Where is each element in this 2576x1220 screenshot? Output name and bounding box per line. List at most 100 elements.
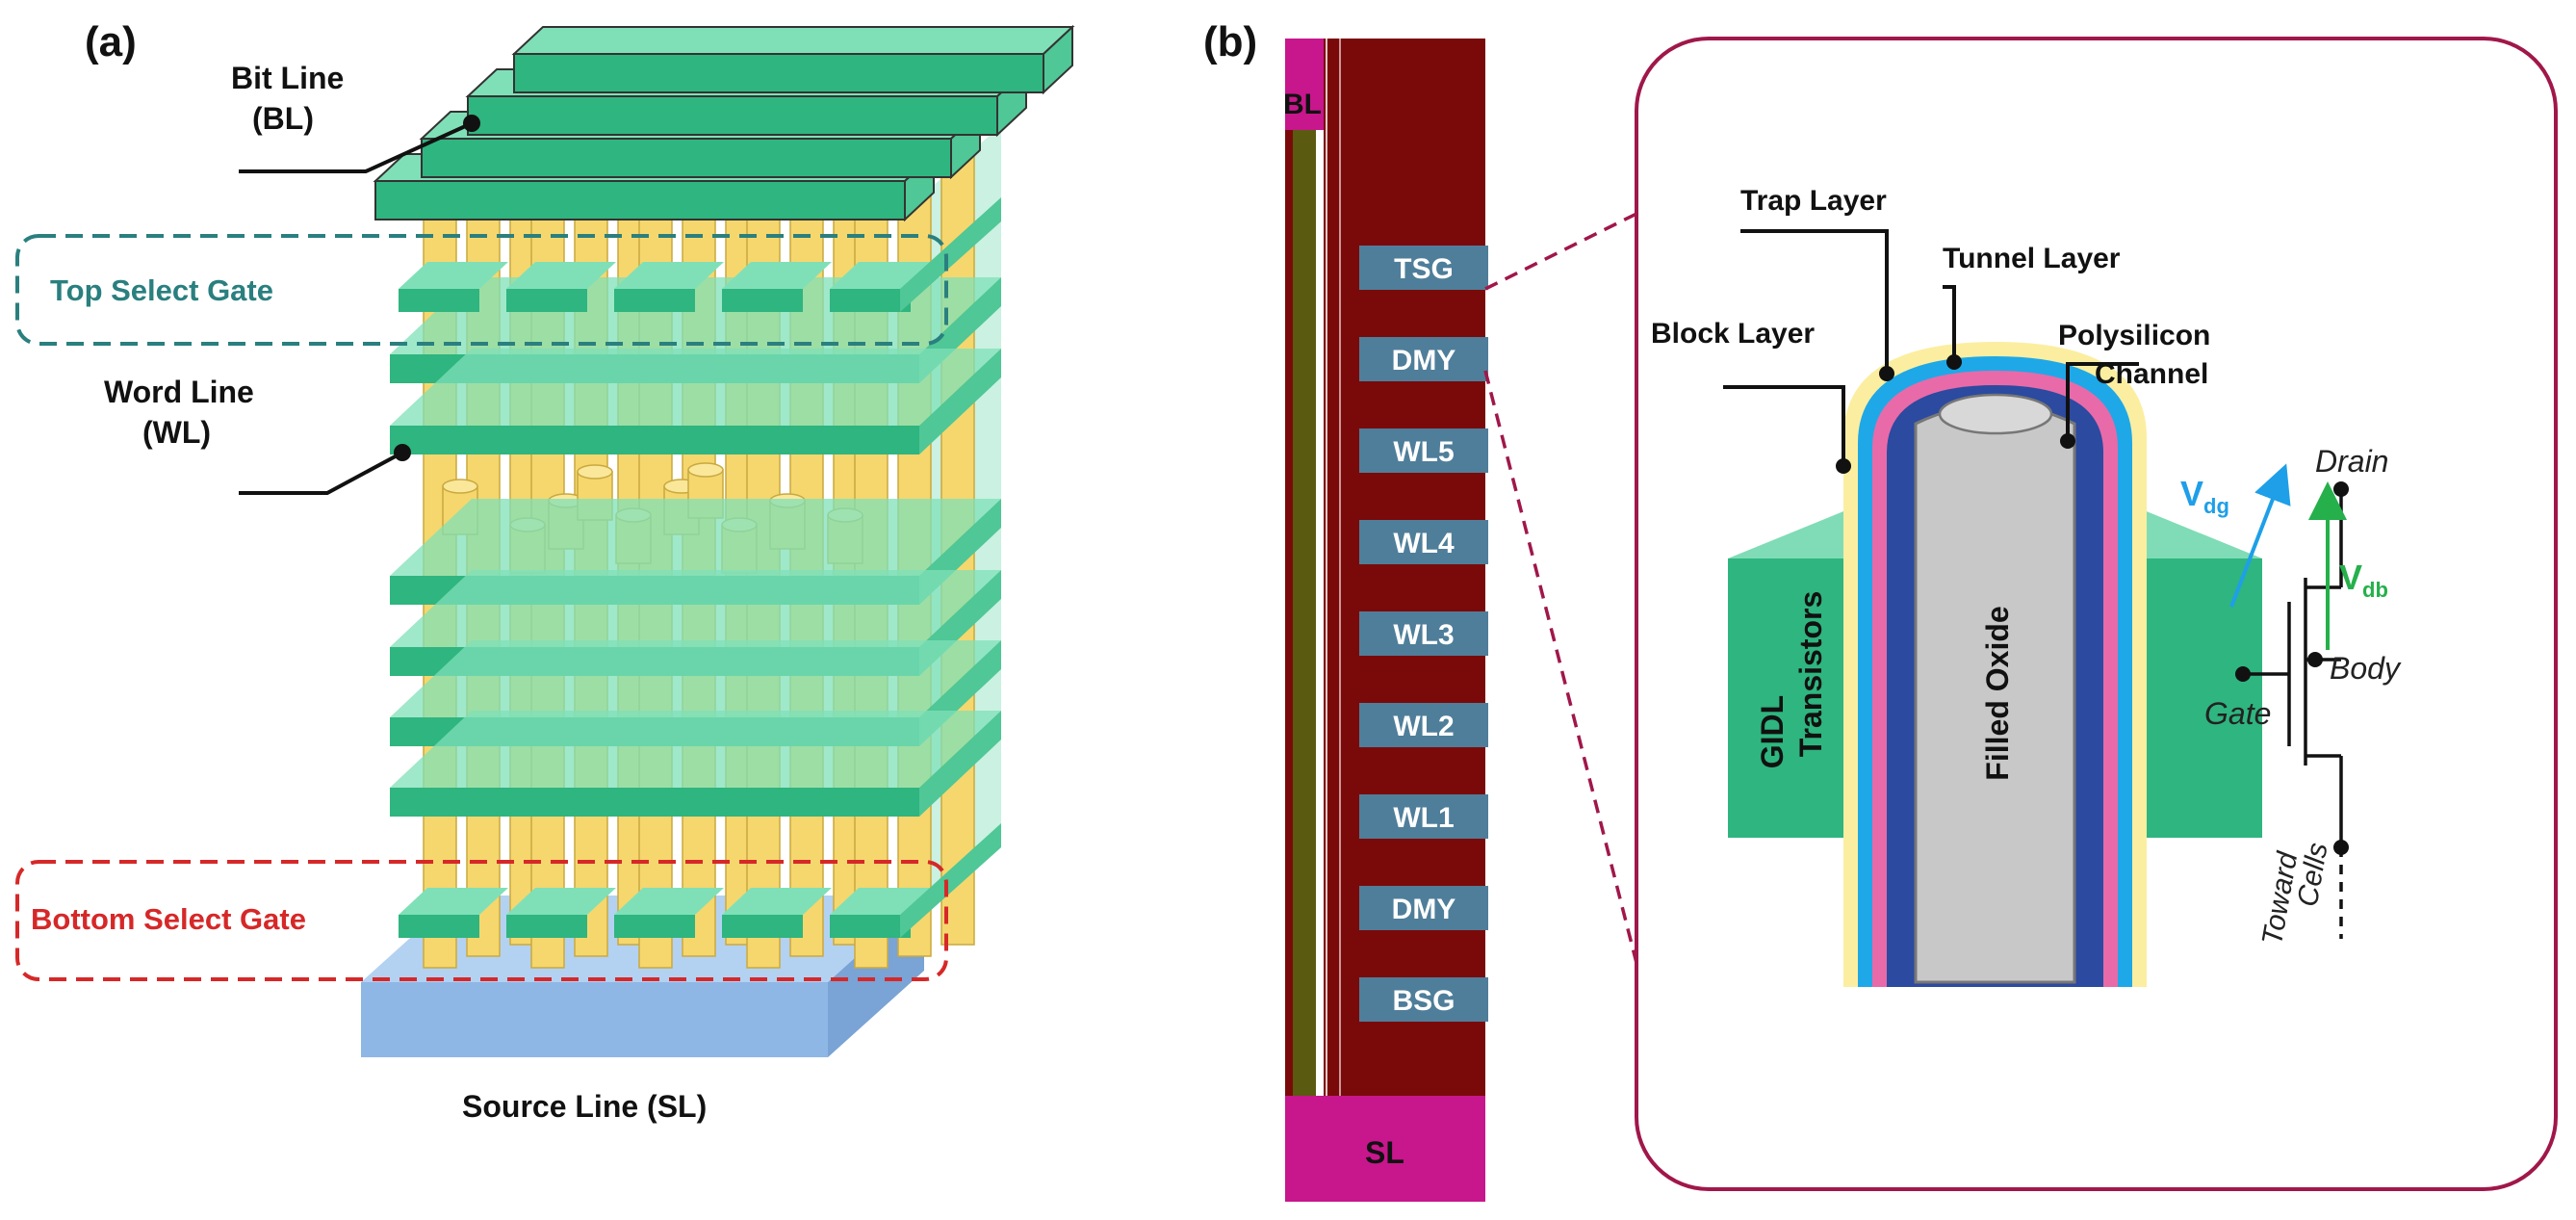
vdb-sub: db — [2362, 578, 2388, 602]
panel-a-3d-nand-array: (a) Bit Line (BL) Top Select Gate Word L… — [15, 18, 1075, 1124]
bsg-bar-side — [900, 823, 1001, 938]
bsg-bar-top-3 — [722, 888, 832, 915]
filled-oxide-cap — [1938, 393, 2053, 435]
filled-oxide-label: Filled Oxide — [1980, 606, 2015, 780]
zoom-line-bottom — [1483, 370, 1638, 964]
stack-box-1 — [1359, 337, 1488, 381]
top-select-gate-label: Top Select Gate — [50, 273, 273, 307]
maroon-column — [1324, 39, 1485, 1096]
vdb-label: Vdb — [2339, 558, 2388, 602]
vdg-arrow — [2229, 463, 2291, 608]
bit-line-leader — [239, 121, 473, 173]
tsg-bar-front-2 — [614, 289, 695, 312]
vdg-sub: dg — [2203, 494, 2229, 518]
bit-line-front-1 — [421, 138, 952, 178]
bit-line-front-2 — [467, 95, 998, 136]
drain-label: Drain — [2315, 444, 2388, 479]
gate-dot — [2235, 666, 2251, 682]
gidl-label-1: GIDL — [1755, 695, 1790, 768]
stack-box-7 — [1359, 886, 1488, 930]
bl-label: BL — [1283, 89, 1322, 120]
tsg-bar-top-0 — [399, 262, 508, 289]
tsg-bar-top-3 — [722, 262, 832, 289]
stack-box-4 — [1359, 611, 1488, 656]
plate-front-1 — [390, 426, 919, 454]
stack-box-2 — [1359, 428, 1488, 473]
stack-label-2: WL5 — [1393, 436, 1454, 468]
plate-side-5 — [919, 711, 1001, 817]
bsg-bar-front-4 — [830, 915, 911, 938]
stack-label-8: BSG — [1392, 985, 1455, 1017]
stack-label-0: TSG — [1394, 253, 1454, 285]
bsg-bar-front-3 — [722, 915, 803, 938]
stack-label-3: WL4 — [1393, 528, 1455, 559]
stack-box-0 — [1359, 246, 1488, 290]
panel-b-tag: (b) — [1203, 18, 1257, 65]
gate-label: Gate — [2204, 696, 2271, 731]
tsg-bar-top-2 — [614, 262, 724, 289]
plate-top-1 — [390, 349, 1001, 426]
pillar-cap-top-9 — [687, 462, 724, 478]
stack-box-6 — [1359, 794, 1488, 839]
bit-line-top-3 — [511, 26, 1075, 55]
trap-layer-label: Trap Layer — [1740, 185, 1887, 217]
bit-line-leader-dot — [463, 115, 480, 132]
stack-label-4: WL3 — [1393, 619, 1454, 651]
stack-box-5 — [1359, 703, 1488, 747]
polysilicon-dot — [2060, 433, 2075, 449]
sl-pad — [1285, 1096, 1485, 1202]
bsg-bar-top-0 — [399, 888, 508, 915]
gidl-right-top — [2132, 506, 2262, 558]
string-left-edge — [1285, 130, 1293, 1096]
block-layer-label: Block Layer — [1651, 318, 1815, 350]
top-select-gate-dashed-box — [15, 234, 948, 346]
gidl-right-front — [2132, 558, 2262, 838]
tsg-bar-side — [900, 197, 1001, 312]
body-dot — [2307, 652, 2323, 667]
plate-top-2 — [390, 499, 1001, 576]
tunnel-layer-label: Tunnel Layer — [1943, 243, 2121, 274]
stack-box-8 — [1359, 977, 1488, 1022]
bit-line-front-0 — [374, 180, 906, 221]
sl-label: SL — [1365, 1135, 1404, 1170]
stack-box-3 — [1359, 520, 1488, 564]
block-layer-leader — [1723, 385, 1845, 462]
bottom-select-gate-dashed-box — [15, 860, 948, 981]
vdg-label: Vdg — [2180, 474, 2229, 518]
bit-lines — [373, 24, 1075, 222]
olive-channel-strip — [1293, 130, 1316, 1096]
tsg-bar-top-1 — [506, 262, 616, 289]
block-layer-dot — [1836, 458, 1851, 474]
stack-label-6: WL1 — [1393, 802, 1454, 834]
select-gate-bars — [399, 197, 1001, 938]
bit-line-label-2: (BL) — [252, 101, 314, 136]
gidl-left-front — [1728, 558, 1858, 838]
drain-dot — [2333, 481, 2349, 497]
bit-line-front-3 — [513, 53, 1044, 93]
stack-label-7: DMY — [1392, 894, 1456, 925]
bsg-bar-top-1 — [506, 888, 616, 915]
bottom-select-gate-label: Bottom Select Gate — [31, 902, 306, 936]
panel-a-tag: (a) — [85, 18, 137, 65]
pillar-cap-top-8 — [577, 464, 613, 480]
word-line-plates — [390, 277, 1001, 817]
bit-line-label-1: Bit Line — [231, 61, 344, 95]
source-line-label: Source Line (SL) — [462, 1089, 707, 1124]
source-line-base-front — [361, 982, 828, 1057]
vdb-main: V — [2339, 558, 2362, 597]
tsg-bar-front-1 — [506, 289, 587, 312]
tsg-bar-front-4 — [830, 289, 911, 312]
stack-label-1: DMY — [1392, 345, 1456, 376]
pillar-cap-top-0 — [442, 479, 478, 494]
bsg-bar-top-2 — [614, 888, 724, 915]
gidl-left-top — [1728, 506, 1858, 558]
bsg-bar-front-1 — [506, 915, 587, 938]
gidl-label-2: Transistors — [1793, 591, 1828, 758]
word-line-label-2: (WL) — [142, 415, 211, 450]
tsg-bar-front-0 — [399, 289, 479, 312]
bsg-bar-front-0 — [399, 915, 479, 938]
tunnel-layer-leader — [1943, 285, 1956, 358]
